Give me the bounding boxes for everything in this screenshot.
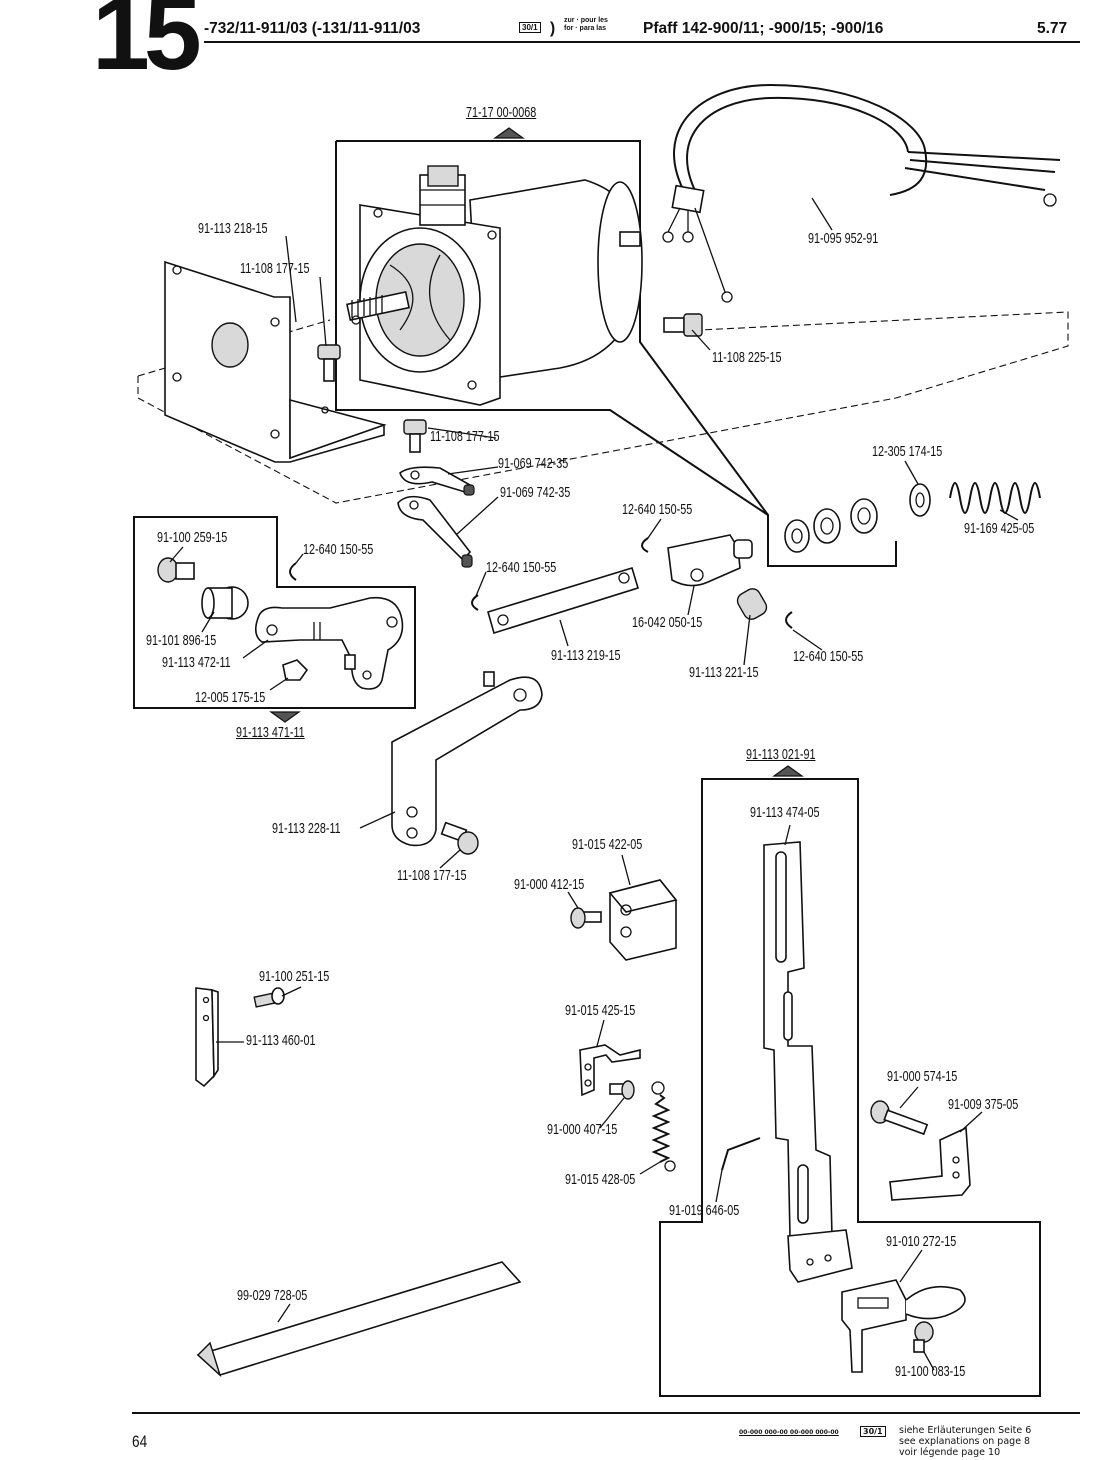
motor-bracket <box>164 260 385 463</box>
compression-spring <box>949 482 1041 514</box>
small-screw <box>253 987 285 1008</box>
label-angle-lever: 91-113 228-11 <box>272 820 341 837</box>
holder-screw <box>913 1321 934 1353</box>
label-lever-a: 91-069 742-35 <box>498 455 569 472</box>
link-bar <box>487 566 639 635</box>
label-guide: 91-009 375-05 <box>948 1096 1019 1113</box>
label-retaining-ring-b: 12-640 150-55 <box>303 541 374 558</box>
cable-loop <box>673 83 928 201</box>
clevis <box>667 534 741 587</box>
label-motor-assembly: 71-17 00-0068 <box>466 104 537 121</box>
knife-carrier <box>763 841 853 1283</box>
footer-note-fr: voir légende page 10 <box>899 1447 1001 1458</box>
footer-rule <box>132 1412 1080 1414</box>
label-retaining-ring-a: 12-640 150-55 <box>622 501 693 518</box>
label-knife-assembly: 91-113 021-91 <box>746 746 816 763</box>
bushing <box>201 586 249 620</box>
header-for-label: zur · pour les for · para las <box>564 17 608 33</box>
label-screw-d: 11-108 177-15 <box>397 867 467 884</box>
tension-spring <box>651 1081 676 1172</box>
header-for-line2: for · para las <box>564 25 607 32</box>
crank-assembly-frame <box>133 516 416 709</box>
label-block: 91-015 422-05 <box>572 836 643 853</box>
header-date: 5.77 <box>1037 20 1068 37</box>
guide-screw <box>870 1100 929 1136</box>
footer-page-number: 64 <box>132 1432 148 1451</box>
pin <box>736 588 768 620</box>
screw-11-108-177-b <box>403 419 427 453</box>
label-crank-screw: 91-100 259-15 <box>157 529 228 546</box>
footer-note-de: siehe Erläuterungen Seite 6 <box>899 1425 1032 1436</box>
footer-ref-box: 30/1 <box>860 1426 886 1437</box>
header-model: Pfaff 142-900/11; -900/15; -900/16 <box>643 20 884 37</box>
screw-11-108-177-c <box>440 821 479 855</box>
label-wire: 91-019 646-05 <box>669 1202 740 1219</box>
wire <box>721 1137 761 1171</box>
page-section-number: 15 <box>92 0 202 92</box>
label-knife-carrier: 91-113 474-05 <box>750 804 820 821</box>
label-bushing: 91-101 896-15 <box>146 632 217 649</box>
label-spring: 91-169 425-05 <box>964 520 1035 537</box>
label-lever-b: 91-069 742-35 <box>500 484 571 501</box>
footer-note: siehe Erläuterungen Seite 6 see explanat… <box>899 1425 1031 1458</box>
header-ref-box: 30/1 <box>519 22 541 33</box>
motor-assembly-frame-left <box>335 141 769 516</box>
block-screw <box>570 907 602 929</box>
label-nut: 12-005 175-15 <box>195 689 266 706</box>
guide <box>889 1126 971 1201</box>
label-guide-screw: 91-000 574-15 <box>887 1068 958 1085</box>
footer-refs: 00-000 000-00 00-000 000-00 <box>739 1429 839 1436</box>
header-paren: ) <box>550 20 556 37</box>
label-crank-assembly: 91-113 471-11 <box>236 724 305 741</box>
label-holder-screw: 91-100 083-15 <box>895 1363 966 1380</box>
knife-assembly-frame <box>659 778 1041 1397</box>
label-spring-bracket: 91-015 425-15 <box>565 1002 636 1019</box>
header-for-line1: zur · pour les <box>564 17 608 24</box>
crank-screw <box>157 557 195 583</box>
knife-holder <box>841 1279 966 1373</box>
label-link: 91-113 219-15 <box>551 647 621 664</box>
label-washer: 12-305 174-15 <box>872 443 943 460</box>
label-crank: 91-113 472-11 <box>162 654 231 671</box>
label-bracket-screw: 91-000 407-15 <box>547 1121 618 1138</box>
label-retaining-ring-c: 12-640 150-55 <box>486 559 557 576</box>
label-screw-c: 11-108 177-15 <box>430 428 500 445</box>
angle-lever <box>391 676 543 847</box>
label-small-screw: 91-100 251-15 <box>259 968 330 985</box>
footer-note-en: see explanations on page 8 <box>899 1436 1031 1447</box>
header-rule <box>204 41 1080 43</box>
screw-11-108-225 <box>663 313 703 337</box>
label-screw-b: 11-108 225-15 <box>712 349 782 366</box>
screw-11-108-177-a <box>317 344 341 382</box>
label-block-screw: 91-000 412-15 <box>514 876 585 893</box>
label-motor-bracket: 91-113 218-15 <box>198 220 268 237</box>
crank <box>254 596 404 690</box>
blade <box>195 987 219 1088</box>
header-code-range: -732/11-911/03 (-131/11-911/03 <box>204 20 421 37</box>
label-blade: 91-113 460-01 <box>246 1032 316 1049</box>
triangle-strip <box>196 1261 522 1378</box>
bracket-screw <box>609 1080 635 1100</box>
spring-bracket <box>579 1044 641 1097</box>
label-tension-spring: 91-015 428-05 <box>565 1171 636 1188</box>
leader-lines <box>169 197 1019 1371</box>
label-cable: 91-095 952-91 <box>808 230 879 247</box>
label-clevis: 16-042 050-15 <box>632 614 703 631</box>
label-triangle-strip: 99-029 728-05 <box>237 1287 308 1304</box>
block <box>608 879 678 961</box>
label-screw-a: 11-108 177-15 <box>240 260 310 277</box>
label-pin: 91-113 221-15 <box>689 664 759 681</box>
label-knife-holder: 91-010 272-15 <box>886 1233 957 1250</box>
label-retaining-ring-d: 12-640 150-55 <box>793 648 864 665</box>
